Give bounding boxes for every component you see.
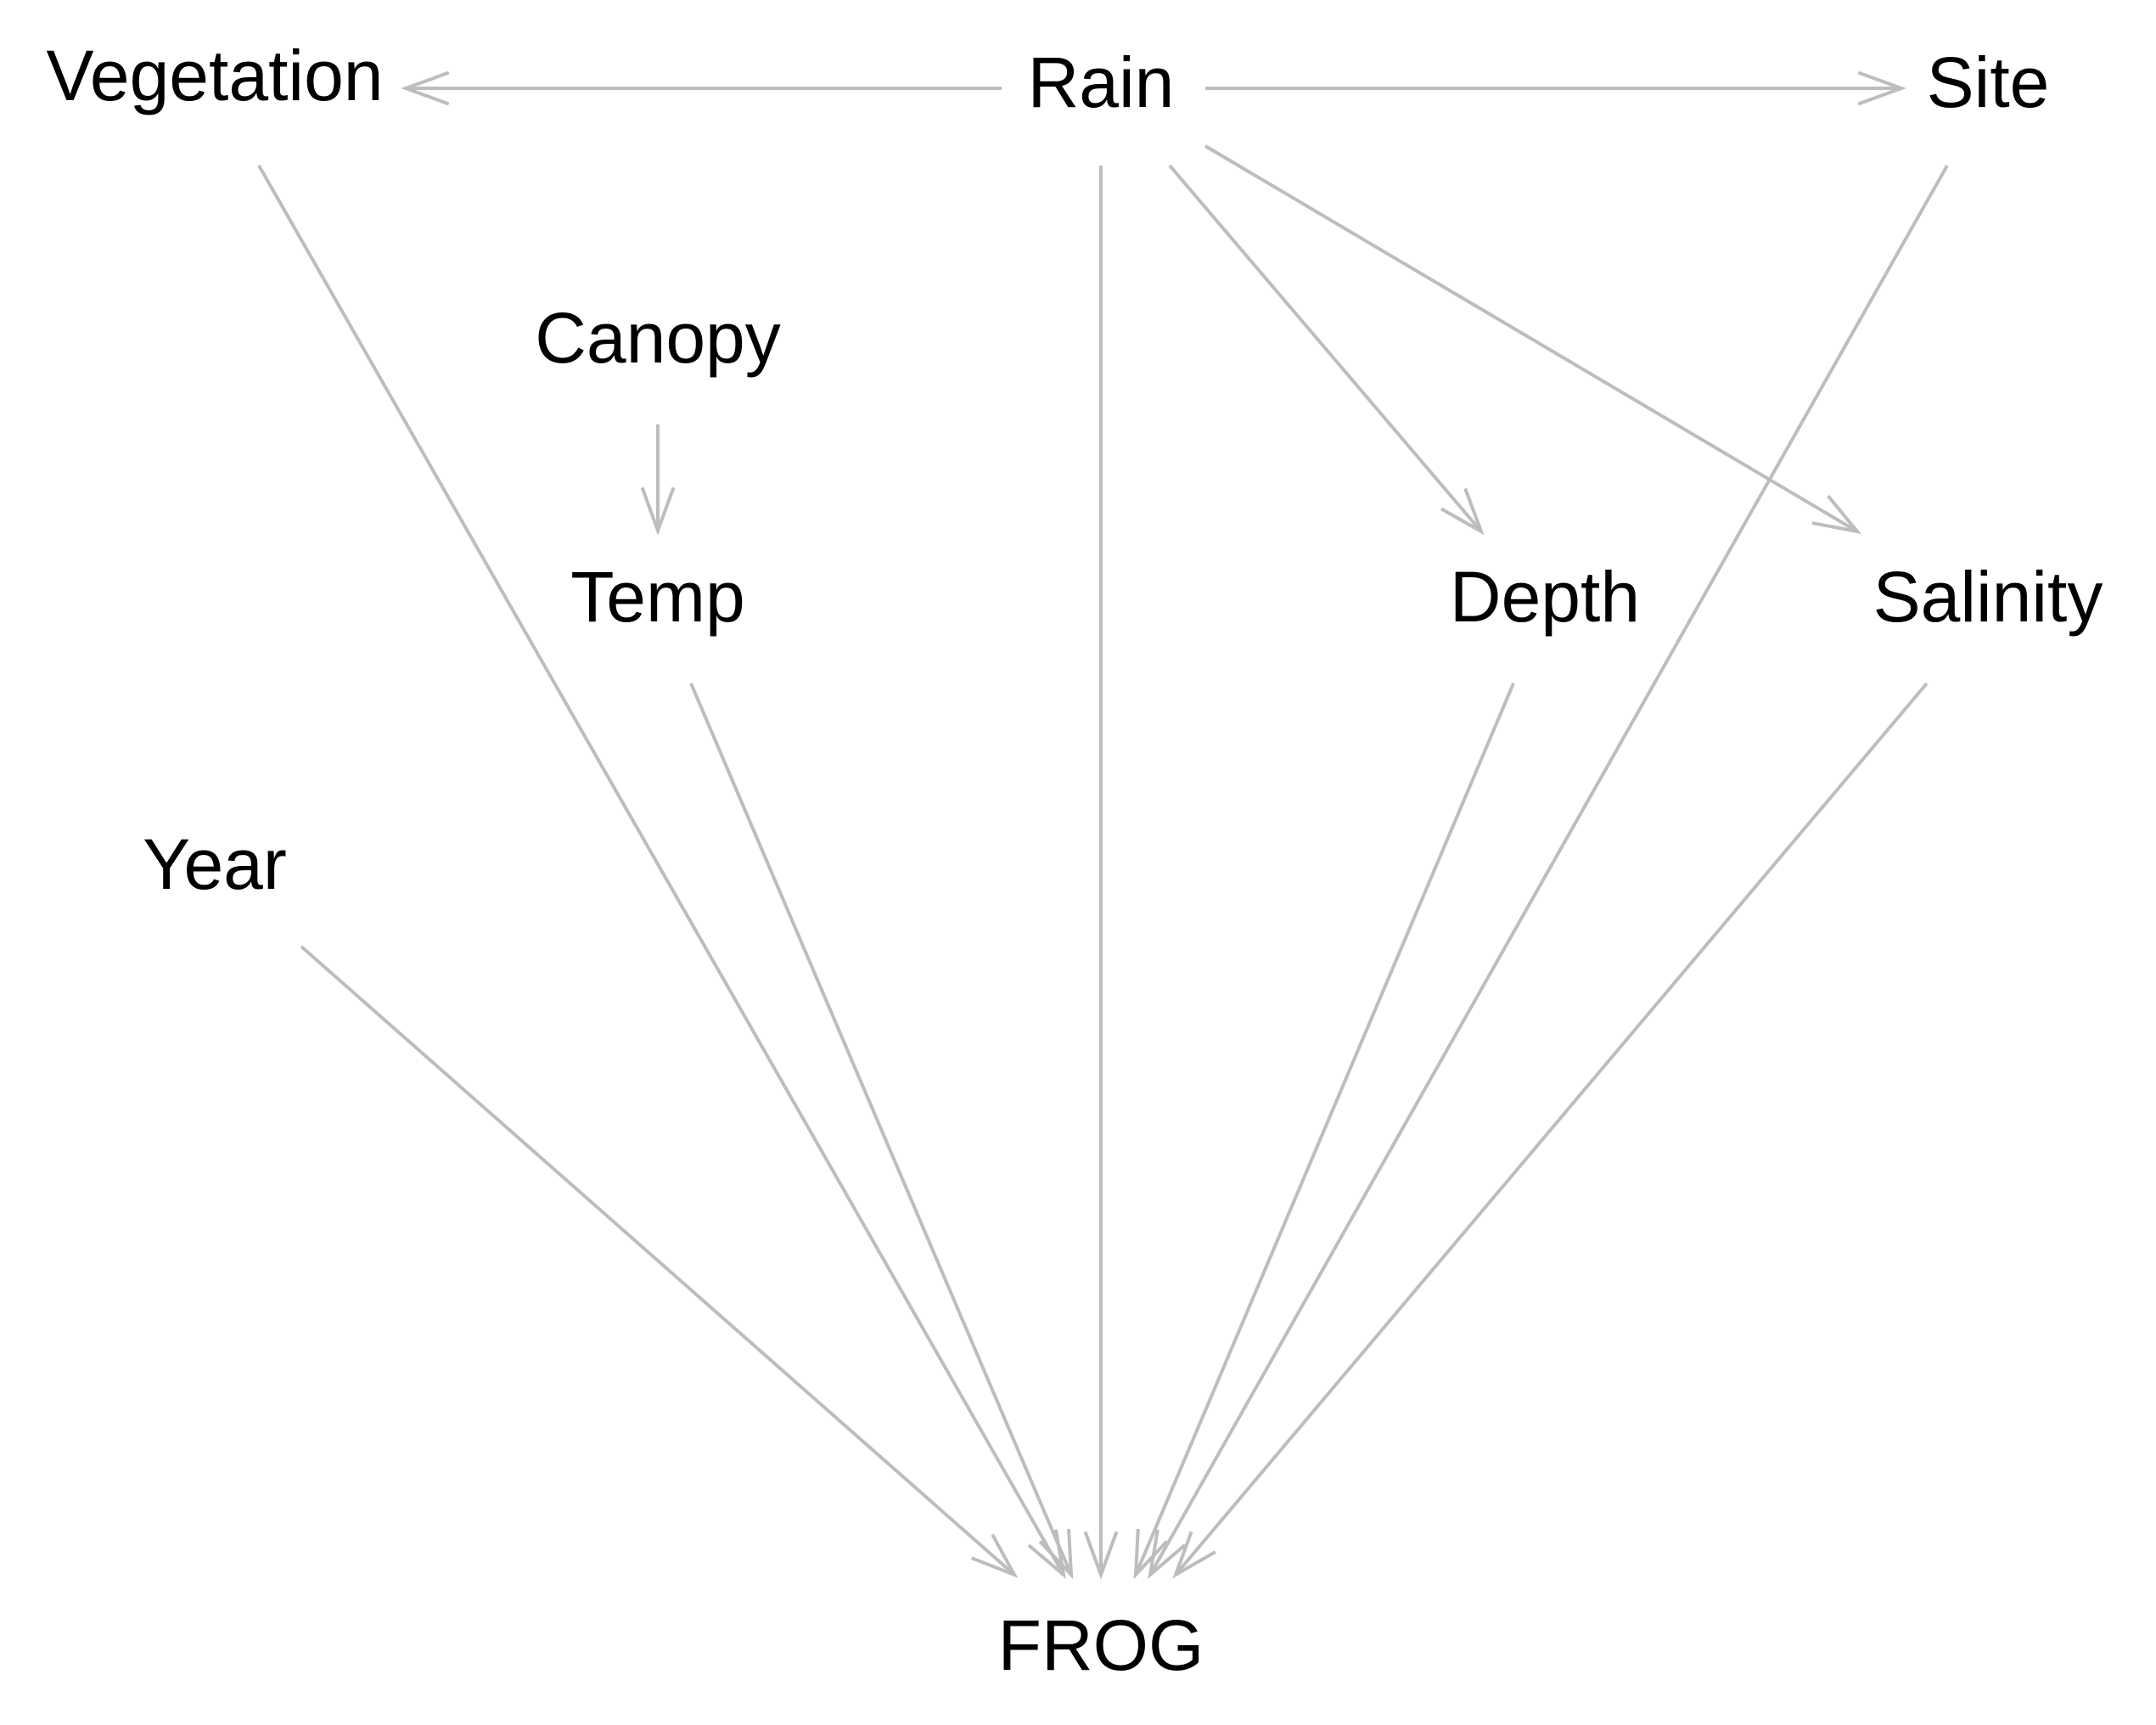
arrowhead-icon (640, 486, 676, 536)
arrowhead-icon (970, 1533, 1019, 1578)
edge-line (1148, 165, 1949, 1576)
edge-rain-to-salinity (1204, 144, 1862, 534)
arrowhead-icon (1083, 1531, 1119, 1580)
arrowhead-icon (1857, 70, 1906, 106)
edge-line (300, 945, 1016, 1576)
edge-rain-to-frog (1083, 166, 1119, 1580)
edge-temp-to-frog (689, 683, 1074, 1580)
edge-line (1204, 144, 1859, 533)
edge-year-to-frog (300, 945, 1019, 1578)
arrowhead-icon (1440, 487, 1485, 536)
arrowhead-icon (401, 70, 450, 106)
arrowhead-icon (1811, 495, 1862, 534)
node-canopy: Canopy (535, 298, 781, 378)
node-year: Year (143, 824, 287, 904)
edge-depth-to-frog (1133, 683, 1515, 1580)
edge-line (1168, 164, 1483, 533)
node-site: Site (1927, 42, 2050, 122)
edge-rain-to-site (1205, 70, 1906, 106)
edge-line (257, 165, 1065, 1576)
node-rain: Rain (1028, 42, 1175, 122)
labels-layer: Vegetation Rain Site Canopy Temp Depth S… (46, 36, 2103, 1685)
edge-line (1134, 683, 1515, 1576)
arrowhead-icon (1148, 1529, 1187, 1580)
node-frog: FROG (998, 1605, 1204, 1685)
arrowhead-icon (1038, 1528, 1074, 1580)
node-vegetation: Vegetation (46, 36, 383, 115)
node-salinity: Salinity (1873, 557, 2103, 637)
node-temp: Temp (570, 557, 744, 637)
edge-rain-to-depth (1168, 164, 1485, 536)
edge-salinity-to-frog (1172, 682, 1929, 1579)
arrowhead-icon (1133, 1528, 1169, 1580)
arrowhead-icon (1172, 1531, 1216, 1579)
node-depth: Depth (1450, 557, 1640, 637)
edge-line (689, 683, 1073, 1576)
edge-canopy-to-temp (640, 424, 676, 536)
edge-rain-to-vegetation (401, 70, 1002, 106)
edges-layer (257, 70, 1949, 1580)
edge-site-to-frog (1148, 165, 1949, 1580)
edge-line (1174, 682, 1929, 1576)
